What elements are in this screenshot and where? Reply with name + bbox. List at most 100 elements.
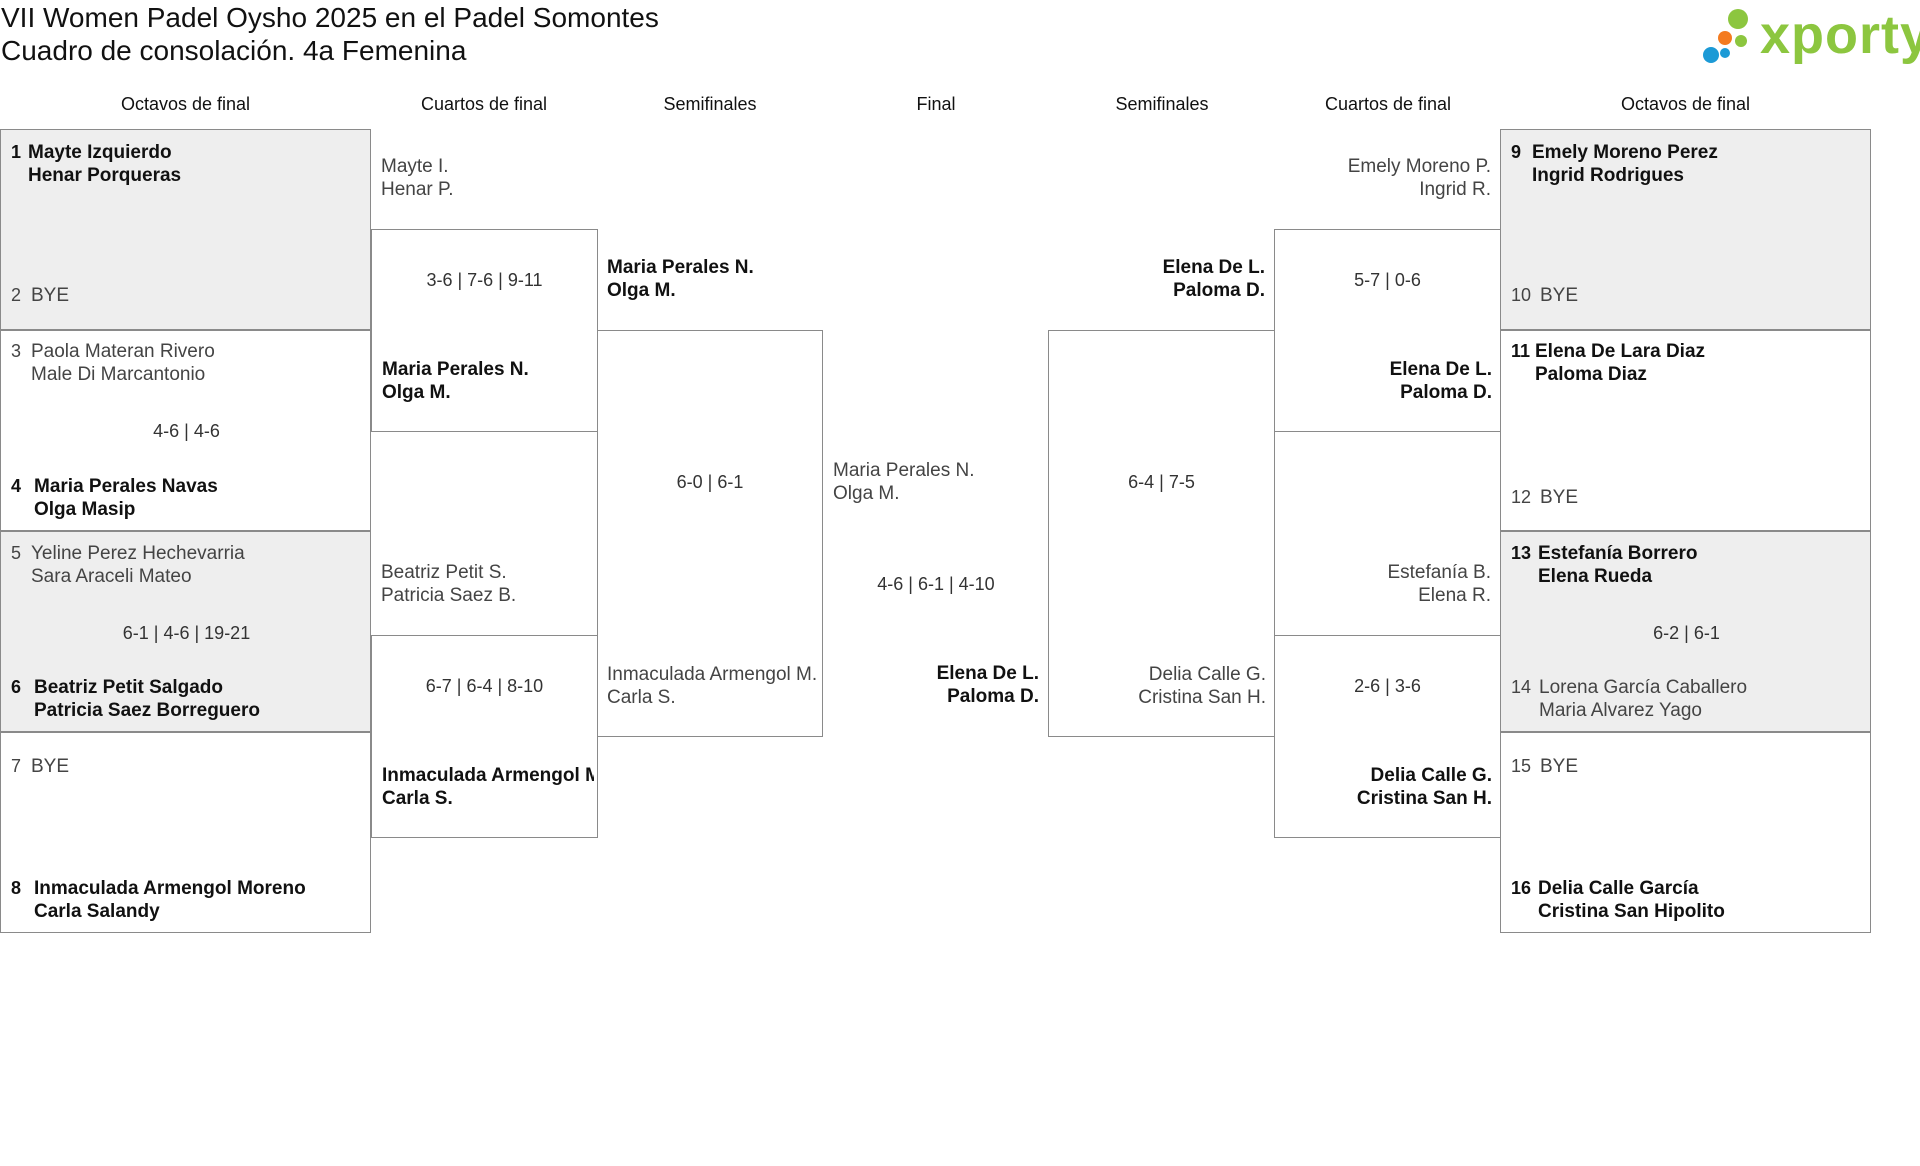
r16-match-left-3: 5 Yeline Perez Hechevarria Sara Araceli … [0, 531, 371, 732]
player-name: Maria Perales N. [607, 257, 754, 278]
seed-number: 12 [1511, 487, 1532, 507]
match-score: 4-6 | 4-6 [153, 421, 220, 441]
seed-number: 3 [11, 341, 22, 361]
player-name: Elena De L. [1389, 359, 1492, 380]
header-left-octavos: Octavos de final [120, 94, 251, 114]
player-name: Inmaculada Armengol Moreno [34, 878, 306, 899]
match-score: 5-7 | 0-6 [1354, 270, 1421, 290]
qf-match-right-1: 5-7 | 0-6 Elena De L. Paloma D. [1274, 229, 1501, 432]
header-final: Final [916, 94, 956, 114]
player-name: Carla Salandy [34, 901, 160, 922]
seed-number: 1 [11, 142, 22, 162]
player-name: Patricia Saez B. [381, 585, 517, 606]
seed-number: 9 [1511, 142, 1522, 162]
qf-match-left-1: 3-6 | 7-6 | 9-11 Maria Perales N. Olga M… [371, 229, 598, 432]
player-name: Estefanía Borrero [1538, 543, 1698, 564]
r16-match-left-1: 1 Mayte Izquierdo Henar Porqueras 2 BYE [0, 129, 371, 330]
player-name: Paloma D. [1173, 280, 1265, 301]
team-entry: 5 Yeline Perez Hechevarria Sara Araceli … [11, 542, 245, 588]
player-name: Beatriz Petit S. [381, 562, 507, 583]
match-score: 6-2 | 6-1 [1653, 623, 1720, 643]
player-name: Paloma Diaz [1535, 364, 1647, 385]
qf-right-2-team-b: Delia Calle G. Cristina San H. [1275, 764, 1492, 810]
logo-dot-orange-icon [1718, 31, 1732, 45]
final-team-b: Elena De L. Paloma D. [839, 662, 1039, 708]
player-name: Paloma D. [947, 686, 1039, 707]
player-name: Lorena García Caballero [1539, 677, 1748, 698]
player-name: Beatriz Petit Salgado [34, 677, 223, 698]
player-name: Sara Araceli Mateo [31, 566, 192, 587]
team-entry: 12 BYE [1511, 486, 1578, 509]
seed-number: 10 [1511, 285, 1532, 305]
sf-left-team-a: Maria Perales N. Olga M. [607, 256, 817, 302]
qf-match-left-2: 6-7 | 6-4 | 8-10 Inmaculada Armengol M. … [371, 635, 598, 838]
player-name: Delia Calle G. [1370, 765, 1492, 786]
player-name: Elena De L. [936, 663, 1039, 684]
player-name: Elena De L. [1162, 257, 1265, 278]
player-name: Delia Calle G. [1148, 664, 1266, 685]
seed-number: 8 [11, 878, 22, 898]
header-left-semis: Semifinales [663, 94, 757, 114]
logo-dot-green-small-icon [1735, 35, 1747, 47]
r16-match-right-1: 9 Emely Moreno Perez Ingrid Rodrigues 10… [1500, 129, 1871, 330]
player-name: Maria Perales N. [382, 359, 529, 380]
logo-wordmark: xporty [1760, 5, 1920, 65]
team-entry: 1 Mayte Izquierdo Henar Porqueras [11, 141, 181, 187]
match-score: 2-6 | 3-6 [1354, 676, 1421, 696]
team-entry: 11 Elena De Lara Diaz Paloma Diaz [1511, 340, 1705, 386]
logo-dot-blue-icon [1703, 47, 1719, 63]
match-score: 6-1 | 4-6 | 19-21 [122, 623, 251, 643]
player-name: Olga Masip [34, 499, 136, 520]
seed-number: 5 [11, 543, 22, 563]
player-name: Henar Porqueras [28, 165, 182, 186]
team-entry: 14 Lorena García Caballero Maria Alvarez… [1511, 676, 1747, 722]
team-entry: 3 Paola Materan Rivero Male Di Marcanton… [11, 340, 215, 386]
qf-left-1-team-b: Maria Perales N. Olga M. [382, 358, 592, 404]
sf-right-team-a: Elena De L. Paloma D. [1049, 256, 1265, 302]
r16-match-left-4: 7 BYE 8 Inmaculada Armengol Moreno Carla… [0, 732, 371, 933]
player-name: Yeline Perez Hechevarria [31, 543, 245, 564]
player-name: BYE [1540, 285, 1579, 306]
seed-number: 11 [1511, 341, 1531, 361]
final-score: 4-6 | 6-1 | 4-10 [877, 574, 995, 594]
player-name: Estefanía B. [1387, 562, 1491, 583]
player-name: Cristina San H. [1138, 687, 1266, 708]
match-score: 6-7 | 6-4 | 8-10 [425, 676, 544, 696]
player-name: BYE [31, 756, 70, 777]
sf-match-left: 6-0 | 6-1 Inmaculada Armengol M. Carla S… [597, 330, 823, 737]
header-right-octavos: Octavos de final [1620, 94, 1751, 114]
player-name: Elena Rueda [1538, 566, 1653, 587]
seed-number: 13 [1511, 543, 1532, 563]
player-name: Elena R. [1418, 585, 1491, 606]
player-name: BYE [1540, 756, 1579, 777]
r16-match-left-2: 3 Paola Materan Rivero Male Di Marcanton… [0, 330, 371, 531]
player-name: Henar P. [381, 179, 454, 200]
logo-dot-blue-small-icon [1720, 48, 1730, 58]
sf-left-team-b: Inmaculada Armengol M. Carla S. [607, 663, 822, 709]
player-name: Olga M. [607, 280, 676, 301]
player-name: Mayte Izquierdo [28, 142, 172, 163]
r16-match-right-4: 15 BYE 16 Delia Calle García Cristina Sa… [1500, 732, 1871, 933]
player-name: Male Di Marcantonio [31, 364, 206, 385]
player-name: Maria Perales N. [833, 460, 975, 481]
qf-right-1-team-b: Elena De L. Paloma D. [1275, 358, 1492, 404]
match-score: 6-0 | 6-1 [676, 472, 744, 492]
seed-number: 4 [11, 476, 22, 496]
player-name: Paola Materan Rivero [31, 341, 215, 362]
team-entry: 8 Inmaculada Armengol Moreno Carla Salan… [11, 877, 306, 923]
qf-left-2-team-b: Inmaculada Armengol M. Carla S. [382, 764, 594, 810]
xporty-logo-icon [1703, 9, 1748, 63]
qf-left-2-team-a: Beatriz Petit S. Patricia Saez B. [381, 561, 591, 607]
team-entry: 15 BYE [1511, 755, 1578, 778]
logo-dot-green-icon [1728, 9, 1748, 29]
player-name: Paloma D. [1400, 382, 1492, 403]
player-name: BYE [1540, 487, 1579, 508]
sf-match-right: 6-4 | 7-5 Delia Calle G. Cristina San H. [1048, 330, 1275, 737]
player-name: Emely Moreno Perez [1532, 142, 1718, 163]
player-name: Maria Perales Navas [34, 476, 218, 497]
player-name: Maria Alvarez Yago [1539, 700, 1702, 721]
seed-number: 6 [11, 677, 22, 697]
header-right-cuartos: Cuartos de final [1324, 94, 1452, 114]
player-name: Mayte I. [381, 156, 449, 177]
header-left-cuartos: Cuartos de final [420, 94, 548, 114]
